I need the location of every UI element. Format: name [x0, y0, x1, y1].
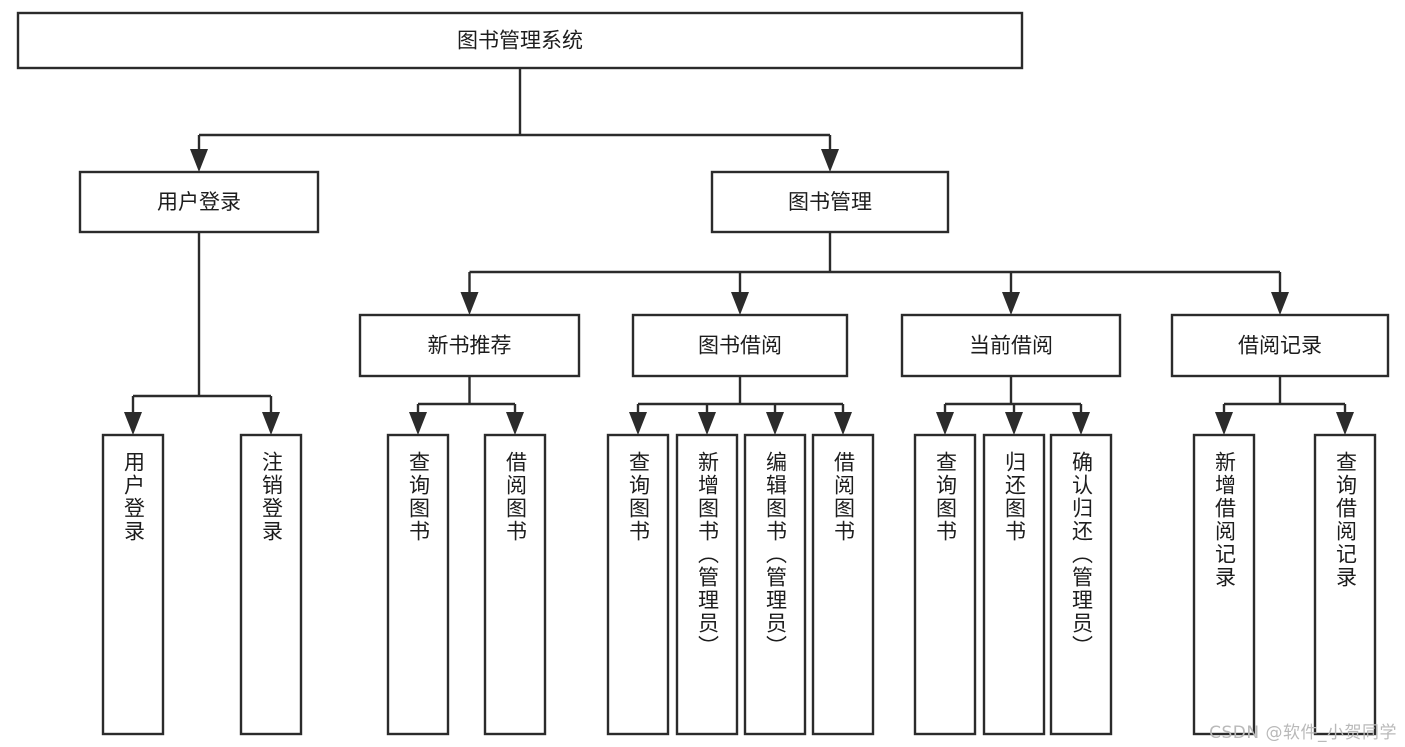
node-box: [811, 433, 875, 736]
arrow-head-icon: [1002, 292, 1020, 315]
arrow-head-icon: [1005, 412, 1023, 435]
node-box: [913, 433, 977, 736]
arrow-head-icon: [821, 149, 839, 172]
node-book_manage[interactable]: 图书管理: [710, 170, 950, 234]
arrow-head-icon: [1336, 412, 1354, 435]
node-book_borrow[interactable]: 图书借阅: [631, 313, 849, 378]
node-box: [1049, 433, 1113, 736]
node-box: [16, 11, 1024, 70]
node-box: [358, 313, 581, 378]
node-label: 当前借阅: [969, 334, 1053, 358]
arrow-head-icon: [1072, 412, 1090, 435]
node-new_book_rec[interactable]: 新书推荐: [358, 313, 581, 378]
arrow-head-icon: [629, 412, 647, 435]
node-leaf-bb-edit[interactable]: [743, 433, 807, 736]
node-leaf-nbr-query[interactable]: [386, 433, 450, 736]
node-box: [982, 433, 1046, 736]
node-borrow_record[interactable]: 借阅记录: [1170, 313, 1390, 378]
arrow-head-icon: [506, 412, 524, 435]
node-box: [710, 170, 950, 234]
node-box: [743, 433, 807, 736]
node-leaf-bb-query[interactable]: [606, 433, 670, 736]
node-box: [239, 433, 303, 736]
node-leaf-br-query[interactable]: [1313, 433, 1377, 736]
node-leaf-cb-confirm[interactable]: [1049, 433, 1113, 736]
node-leaf-user-login[interactable]: [101, 433, 165, 736]
node-box: [483, 433, 547, 736]
node-box: [101, 433, 165, 736]
arrow-head-icon: [124, 412, 142, 435]
node-leaf-bb-borrow[interactable]: [811, 433, 875, 736]
node-box: [631, 313, 849, 378]
node-box: [606, 433, 670, 736]
node-box: [386, 433, 450, 736]
node-user_login[interactable]: 用户登录: [78, 170, 320, 234]
arrow-head-icon: [460, 292, 479, 315]
node-current_borrow[interactable]: 当前借阅: [900, 313, 1122, 378]
arrow-head-icon: [834, 412, 852, 435]
connector-layer: [124, 68, 1354, 435]
node-label: 图书管理: [788, 190, 872, 214]
node-label: 用户登录: [157, 190, 241, 214]
node-leaf-nbr-borrow[interactable]: [483, 433, 547, 736]
node-box: [1313, 433, 1377, 736]
arrow-head-icon: [1271, 292, 1289, 315]
arrow-head-icon: [698, 412, 716, 435]
node-box: [1170, 313, 1390, 378]
node-leaf-cb-return[interactable]: [982, 433, 1046, 736]
arrow-head-icon: [731, 292, 749, 315]
node-leaf-cb-query[interactable]: [913, 433, 977, 736]
arrow-head-icon: [766, 412, 784, 435]
node-label: 图书借阅: [698, 334, 782, 358]
arrow-head-icon: [262, 412, 280, 435]
node-root[interactable]: 图书管理系统: [16, 11, 1024, 70]
node-box: [675, 433, 739, 736]
arrow-head-icon: [409, 412, 427, 435]
node-leaf-user-logout[interactable]: [239, 433, 303, 736]
node-label: 借阅记录: [1238, 334, 1322, 358]
node-leaf-bb-add[interactable]: [675, 433, 739, 736]
arrow-head-icon: [190, 149, 208, 172]
node-box: [1192, 433, 1256, 736]
node-label: 图书管理系统: [457, 29, 583, 53]
node-label: 新书推荐: [428, 334, 512, 358]
node-box: [900, 313, 1122, 378]
arrow-head-icon: [936, 412, 954, 435]
node-leaf-br-add[interactable]: [1192, 433, 1256, 736]
arrow-head-icon: [1215, 412, 1233, 435]
node-box: [78, 170, 320, 234]
watermark-text: CSDN @软件_小贺同学: [1209, 723, 1397, 743]
